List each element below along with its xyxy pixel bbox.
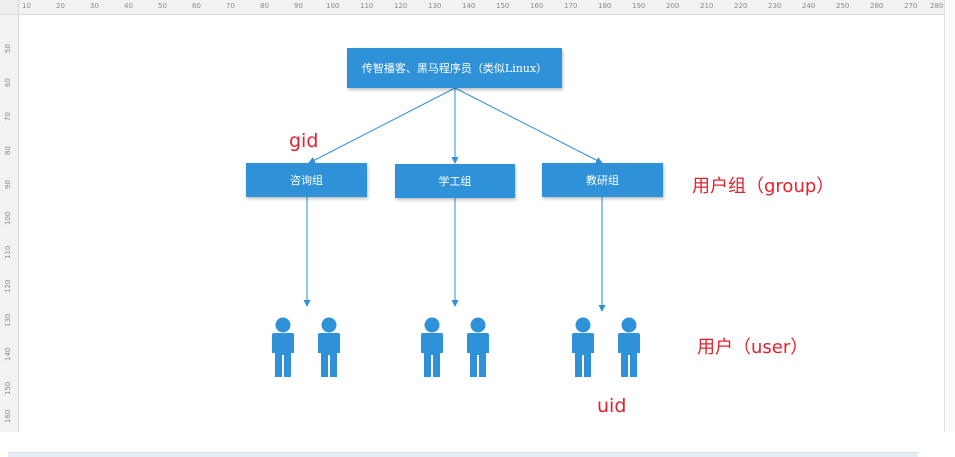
gid-annotation: gid bbox=[289, 130, 319, 152]
ruler-tick: 70 bbox=[226, 2, 235, 10]
ruler-tick: 140 bbox=[462, 2, 476, 10]
ruler-tick: 120 bbox=[394, 2, 408, 10]
user-icon bbox=[272, 317, 294, 377]
ruler-tick: 110 bbox=[360, 2, 374, 10]
ruler-tick: 250 bbox=[836, 2, 850, 10]
ruler-tick: 260 bbox=[870, 2, 884, 10]
ruler-tick: 220 bbox=[734, 2, 748, 10]
ruler-tick: 90 bbox=[294, 2, 303, 10]
user-icon bbox=[572, 317, 594, 377]
ruler-tick: 160 bbox=[530, 2, 544, 10]
ruler-tick: 170 bbox=[564, 2, 578, 10]
ruler-tick: 210 bbox=[700, 2, 714, 10]
bottom-panel bbox=[0, 432, 955, 457]
group-node-label: 咨询组 bbox=[290, 174, 323, 187]
ruler-tick: 130 bbox=[428, 2, 442, 10]
ruler-tick: 150 bbox=[4, 381, 12, 395]
user-icon bbox=[318, 317, 340, 377]
user-icon bbox=[618, 317, 640, 377]
root-node[interactable]: 传智播客、黑马程序员（类似Linux） bbox=[347, 48, 562, 88]
ruler-tick: 80 bbox=[260, 2, 269, 10]
user-icon bbox=[421, 317, 443, 377]
ruler-tick: 240 bbox=[802, 2, 816, 10]
uid-annotation: uid bbox=[597, 395, 627, 417]
ruler-tick: 50 bbox=[158, 2, 167, 10]
ruler-tick: 280 bbox=[930, 2, 944, 10]
ruler-tick: 140 bbox=[4, 347, 12, 361]
ruler-tick: 270 bbox=[904, 2, 918, 10]
ruler-tick: 190 bbox=[632, 2, 646, 10]
ruler-tick: 160 bbox=[4, 409, 12, 423]
ruler-tick: 80 bbox=[4, 146, 12, 155]
ruler-tick: 90 bbox=[4, 180, 12, 189]
ruler-tick: 230 bbox=[768, 2, 782, 10]
group-node-student-affairs[interactable]: 学工组 bbox=[395, 164, 515, 198]
ruler-tick: 180 bbox=[598, 2, 612, 10]
ruler-tick: 100 bbox=[4, 211, 12, 225]
ruler-tick: 20 bbox=[56, 2, 65, 10]
user-icon bbox=[467, 317, 489, 377]
vertical-scrollbar[interactable] bbox=[944, 0, 955, 432]
horizontal-scrollbar[interactable] bbox=[8, 452, 918, 457]
left-ruler: 50 60 70 80 90 100 110 120 130 140 150 1… bbox=[0, 14, 19, 432]
ruler-tick: 120 bbox=[4, 279, 12, 293]
ruler-tick: 100 bbox=[326, 2, 340, 10]
ruler-tick: 10 bbox=[22, 2, 31, 10]
ruler-tick: 60 bbox=[4, 78, 12, 87]
user-annotation: 用户（user） bbox=[697, 337, 809, 358]
group-node-teaching[interactable]: 教研组 bbox=[542, 163, 663, 197]
ruler-tick: 130 bbox=[4, 313, 12, 327]
group-node-label: 教研组 bbox=[586, 174, 619, 187]
ruler-tick: 110 bbox=[4, 245, 12, 259]
group-annotation: 用户组（group） bbox=[692, 176, 835, 197]
ruler-tick: 50 bbox=[4, 44, 12, 53]
ruler-tick: 40 bbox=[124, 2, 133, 10]
ruler-tick: 70 bbox=[4, 112, 12, 121]
ruler-tick: 150 bbox=[496, 2, 510, 10]
ruler-tick: 60 bbox=[192, 2, 201, 10]
ruler-corner bbox=[0, 0, 19, 15]
top-ruler: 10 20 30 40 50 60 70 80 90 100 110 120 1… bbox=[0, 0, 944, 15]
group-node-consult[interactable]: 咨询组 bbox=[246, 163, 367, 197]
ruler-tick: 200 bbox=[666, 2, 680, 10]
group-node-label: 学工组 bbox=[438, 175, 472, 188]
root-node-label: 传智播客、黑马程序员（类似Linux） bbox=[361, 62, 548, 75]
ruler-tick: 30 bbox=[90, 2, 99, 10]
